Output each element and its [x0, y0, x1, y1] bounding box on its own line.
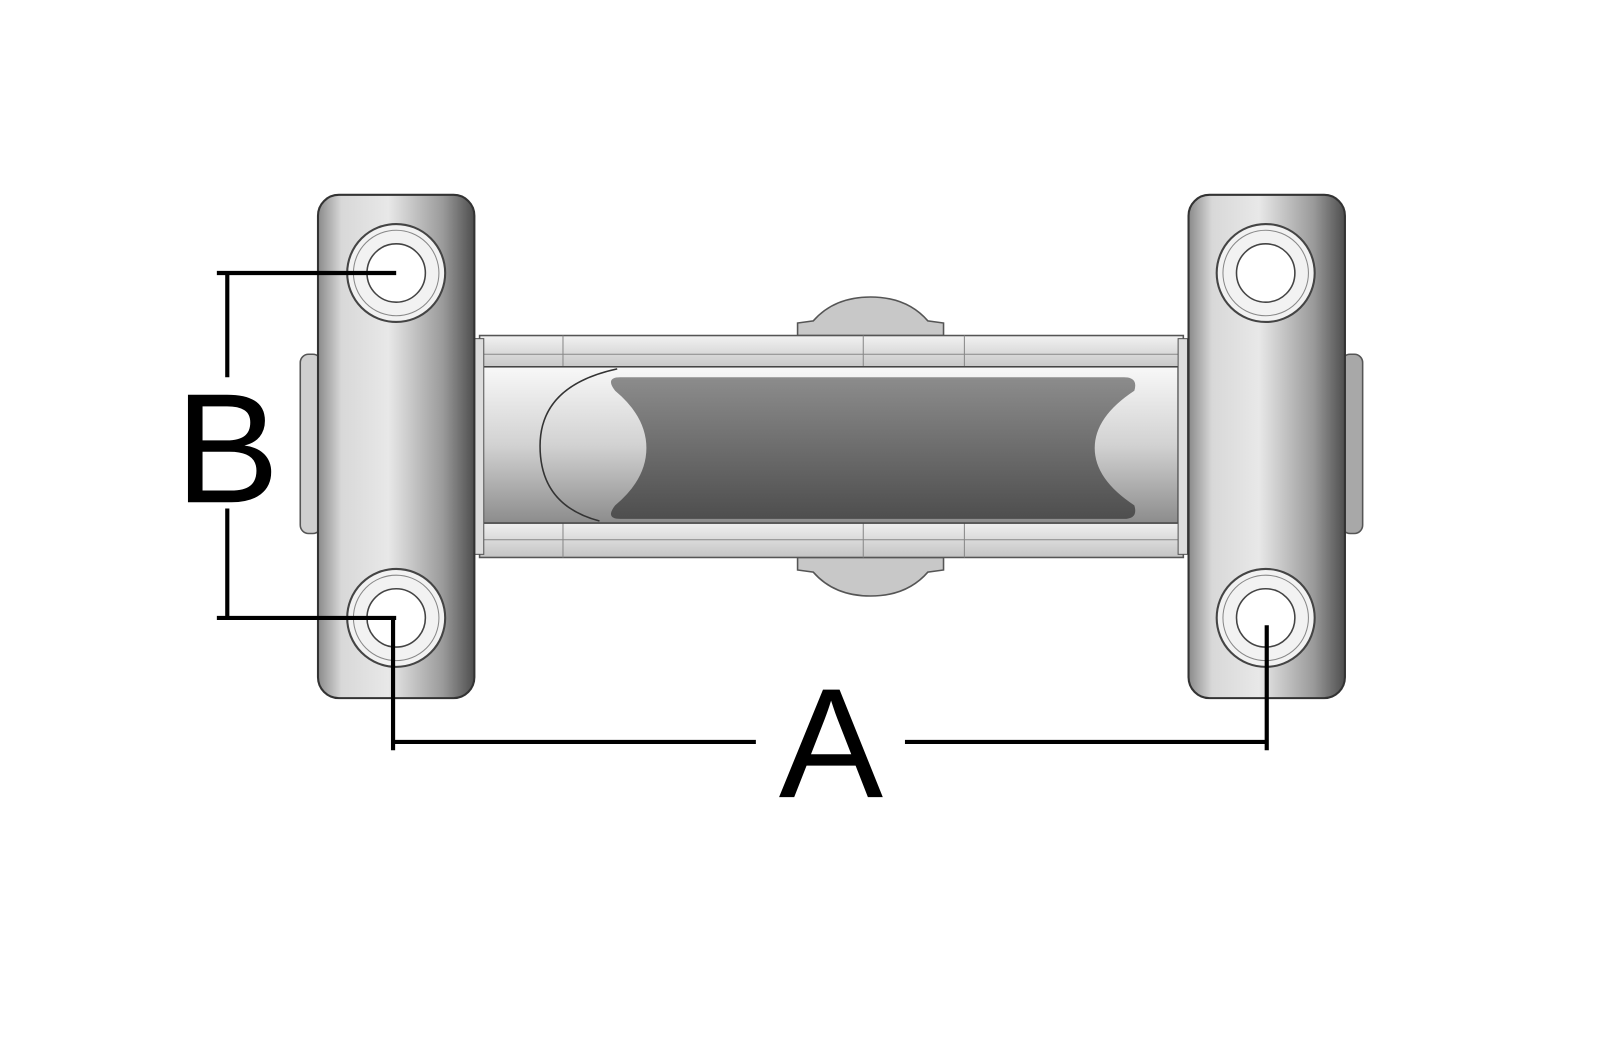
bottom-cheek-strip: [478, 520, 1185, 559]
dimension-b-label: B: [175, 361, 279, 536]
mounting-hole: [1215, 222, 1316, 324]
top-cheek-strip: [478, 334, 1185, 371]
top-hub: [796, 296, 945, 337]
dimension-a-label: A: [779, 656, 883, 831]
bottom-hub: [796, 556, 945, 597]
left-mounting-plate: [316, 193, 476, 700]
sheave-groove: [610, 377, 1136, 519]
sheave: [480, 366, 1179, 524]
dimension-a: [390, 617, 1269, 751]
dimension-b: [216, 270, 397, 620]
